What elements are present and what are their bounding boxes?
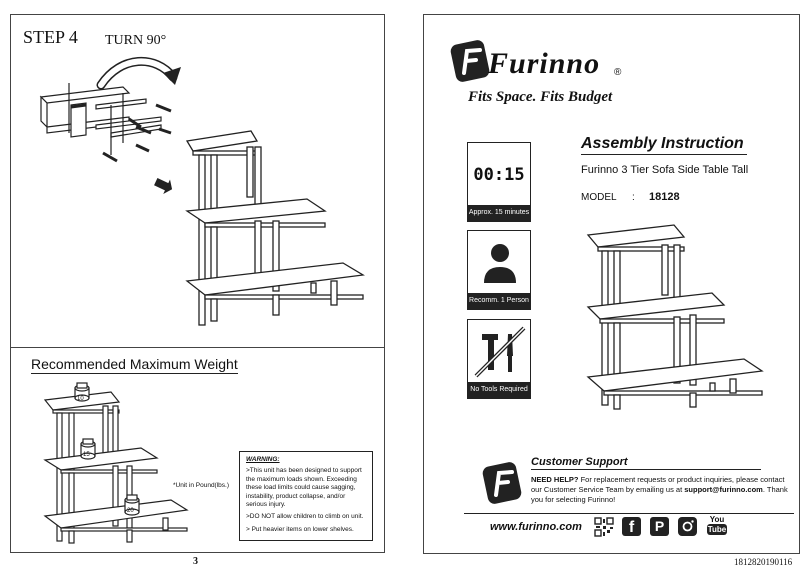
turn-label: TURN 90° <box>105 33 167 48</box>
support-email[interactable]: support@furinno.com <box>684 485 763 494</box>
pinterest-icon[interactable]: P <box>650 517 669 536</box>
brand-registered: ® <box>614 67 622 78</box>
no-tools-icon <box>474 326 526 378</box>
facebook-icon[interactable]: f <box>622 517 641 536</box>
timer-display: 00:15 <box>473 165 525 185</box>
weight-title: Recommended Maximum Weight <box>31 356 238 374</box>
support-text-1: For replacement requests or product inqu… <box>531 475 785 494</box>
step-title: STEP 4 <box>23 27 78 47</box>
support-text-2: . Thank you for selecting Furinno! <box>531 485 788 504</box>
brand-name: Furinno <box>488 47 601 80</box>
warning-line-3: > Put heavier items on lower shelves. <box>246 525 354 533</box>
support-title: Customer Support <box>531 456 761 470</box>
weight-label-bottom: 20 <box>127 508 134 514</box>
weight-panel: Recommended Maximum Weight <box>10 347 385 553</box>
warning-box: WARNING: >This unit has been designed to… <box>239 451 373 541</box>
instagram-icon[interactable] <box>678 517 697 536</box>
warning-title: WARNING: <box>246 456 280 463</box>
page-number: 3 <box>193 556 198 567</box>
product-name: Furinno 3 Tier Sofa Side Table Tall <box>581 164 749 176</box>
time-caption: Approx. 15 minutes <box>468 205 530 221</box>
weight-label-top: 10 <box>77 396 84 402</box>
tools-caption: No Tools Required <box>468 382 530 398</box>
product-illustration <box>586 224 764 410</box>
person-caption: Recomm. 1 Person <box>468 293 530 309</box>
cover-panel: Furinno ® Fits Space. Fits Budget Assemb… <box>423 14 800 554</box>
document-code: 1812820190116 <box>734 557 793 567</box>
person-icon <box>484 244 516 283</box>
step4-illustration <box>39 57 365 326</box>
weight-label-middle: 15 <box>83 452 90 458</box>
youtube-bottom: Tube <box>707 524 727 535</box>
youtube-icon[interactable]: You Tube <box>707 515 727 537</box>
weight-illustration <box>43 382 189 544</box>
model-label: MODEL <box>581 192 617 203</box>
brand-tagline: Fits Space. Fits Budget <box>468 89 613 105</box>
time-box: 00:15 Approx. 15 minutes <box>467 142 531 222</box>
support-need-help: NEED HELP? <box>531 475 579 484</box>
furinno-logo-mark <box>450 40 490 82</box>
step4-panel: STEP 4 TURN 90° <box>10 14 385 348</box>
assembly-title: Assembly Instruction <box>581 135 747 155</box>
warning-line-2: >DO NOT allow children to climb on unit. <box>246 513 364 521</box>
support-logo-icon <box>482 462 522 504</box>
unit-note: *Unit in Pound(lbs.) <box>173 482 229 489</box>
website-link[interactable]: www.furinno.com <box>490 521 582 533</box>
person-box: Recomm. 1 Person <box>467 230 531 310</box>
footer-divider <box>464 513 794 514</box>
warning-line-1: >This unit has been designed to support … <box>246 467 362 509</box>
tools-box: No Tools Required <box>467 319 531 399</box>
support-text: NEED HELP? For replacement requests or p… <box>531 475 793 505</box>
qr-code-icon[interactable] <box>594 517 614 537</box>
model-number: 18128 <box>649 191 680 203</box>
model-sep: : <box>632 192 635 203</box>
youtube-top: You <box>709 515 725 524</box>
